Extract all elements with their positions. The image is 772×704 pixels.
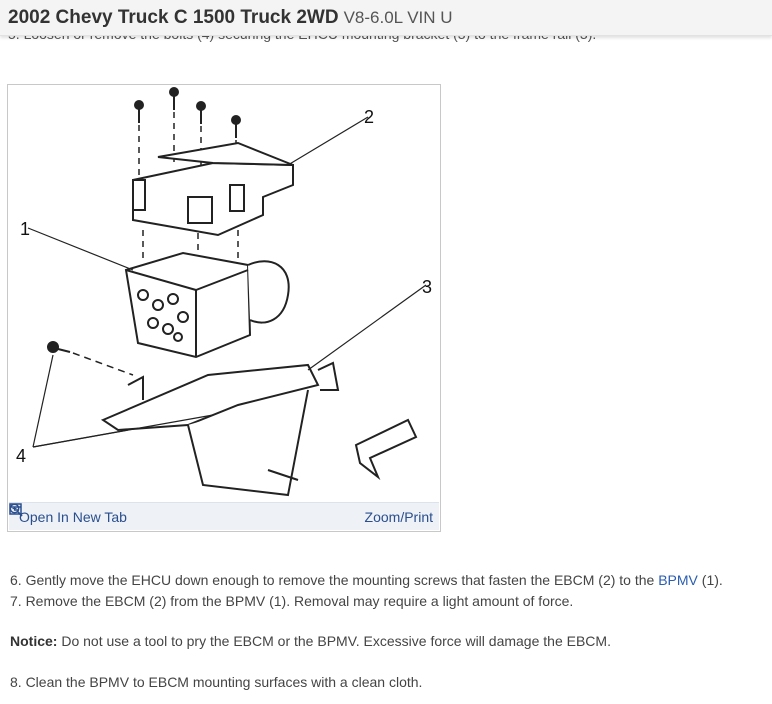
figure-toolbar: Open In New Tab Zoom/Print — [9, 502, 439, 530]
diagram-figure: 1 2 3 4 Open In New Tab Zoom/Print — [7, 84, 441, 532]
step-8-text: 8. Clean the BPMV to EBCM mounting surfa… — [10, 674, 423, 690]
zoom-print-button[interactable]: Zoom/Print — [9, 503, 433, 525]
notice-body: Do not use a tool to pry the EBCM or the… — [57, 633, 611, 649]
vehicle-title: 2002 Chevy Truck C 1500 Truck 2WD — [8, 6, 339, 28]
ehcu-exploded-diagram: 1 2 3 4 — [16, 87, 432, 497]
bpmv-link[interactable]: BPMV — [658, 572, 698, 588]
bracket-bolt — [47, 341, 71, 353]
step-7-text: 7. Remove the EBCM (2) from the BPMV (1)… — [10, 593, 574, 609]
screw-3 — [196, 101, 206, 124]
callout-3: 3 — [422, 277, 432, 297]
magnifier-icon — [9, 503, 23, 517]
engine-label: V8-6.0L VIN U — [343, 7, 453, 27]
page-header: 2002 Chevy Truck C 1500 Truck 2WD V8-6.0… — [0, 0, 772, 36]
zoom-print-label: Zoom/Print — [364, 508, 433, 525]
screw-1 — [134, 100, 144, 123]
step-6-text: 6. Gently move the EHCU down enough to r… — [10, 572, 723, 588]
callout-1: 1 — [20, 219, 30, 239]
bpmv-module — [124, 251, 252, 359]
mounting-bracket — [100, 363, 320, 432]
step-6-suffix: (1). — [697, 572, 723, 588]
screw-4 — [231, 115, 241, 138]
open-new-tab-button[interactable]: Open In New Tab — [9, 503, 127, 525]
notice-label: Notice: — [10, 633, 58, 649]
step-6-prefix: 6. Gently move the EHCU down enough to r… — [10, 572, 659, 588]
callout-2: 2 — [364, 107, 374, 127]
notice-text: Notice: Do not use a tool to pry the EBC… — [10, 633, 611, 649]
screw-2 — [169, 87, 179, 110]
front-direction-arrow — [354, 418, 418, 481]
open-new-tab-label: Open In New Tab — [19, 508, 127, 525]
callout-4: 4 — [16, 446, 26, 466]
